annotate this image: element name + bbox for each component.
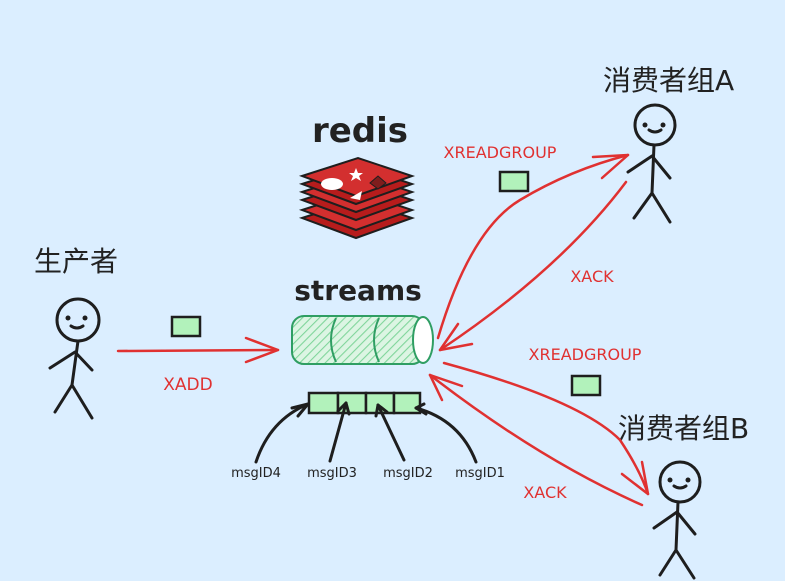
message-id-label: msgID2 — [383, 466, 433, 481]
message-box — [392, 391, 422, 415]
streams-cylinder-icon — [291, 315, 434, 365]
consumer-b-stick-figure-icon — [652, 460, 702, 580]
xack-b-label: XACK — [523, 483, 567, 502]
redis-label: redis — [312, 111, 408, 151]
message-box — [170, 315, 202, 338]
xreadgroup-a-label: XREADGROUP — [444, 143, 557, 162]
message-box — [336, 391, 368, 415]
xadd-label: XADD — [163, 375, 212, 395]
consumer-group-b-label: 消费者组B — [618, 412, 749, 445]
producer-stick-figure-icon — [48, 297, 101, 420]
consumer-a-stick-figure-icon — [626, 103, 677, 224]
producer-label: 生产者 — [34, 245, 118, 278]
message-box — [498, 170, 530, 193]
xreadgroup-a-arrow — [436, 153, 630, 340]
redis-logo-icon — [298, 156, 416, 240]
message-id-label: msgID3 — [307, 466, 357, 481]
xack-a-arrow — [438, 180, 628, 352]
message-box — [307, 391, 340, 415]
consumer-group-a-label: 消费者组A — [603, 64, 734, 97]
message-id-label: msgID4 — [231, 466, 281, 481]
xreadgroup-b-label: XREADGROUP — [529, 345, 642, 364]
xack-a-label: XACK — [570, 267, 614, 286]
xack-b-arrow — [428, 373, 644, 507]
streams-label: streams — [294, 274, 422, 307]
message-box — [570, 374, 602, 397]
xreadgroup-b-arrow — [442, 361, 650, 496]
message-queue — [254, 391, 478, 464]
message-id-label: msgID1 — [455, 466, 505, 481]
xadd-arrow — [116, 336, 280, 364]
